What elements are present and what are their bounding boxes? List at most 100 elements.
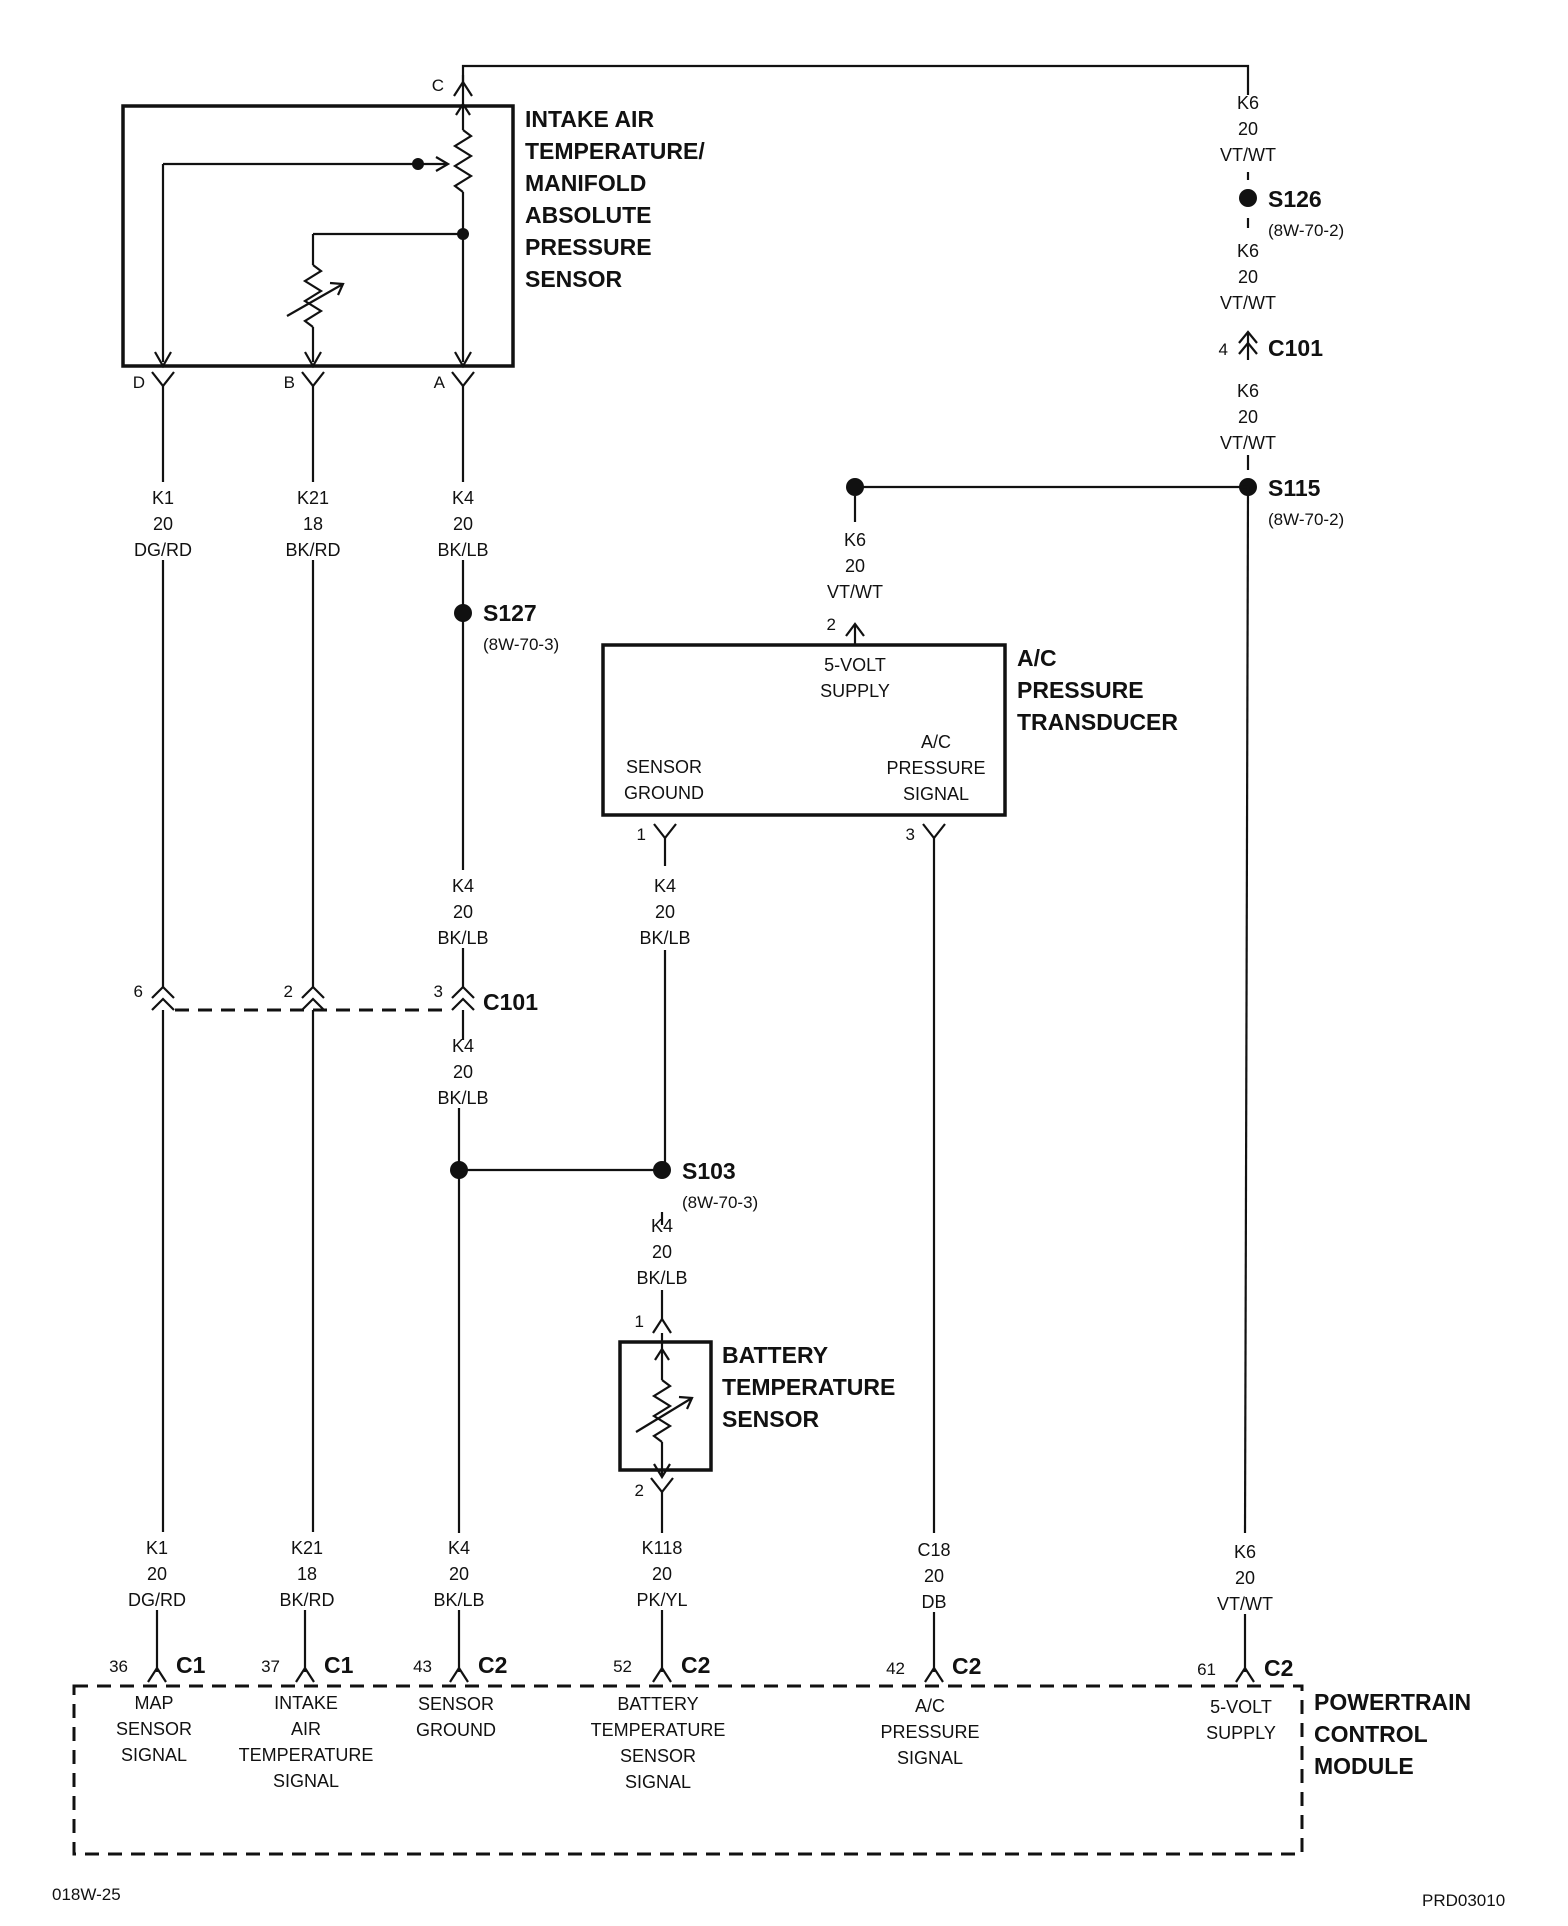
wire-label-k6-3: K6 20 VT/WT xyxy=(1220,381,1276,453)
svg-text:K21: K21 xyxy=(297,488,329,508)
wire-label-c18-bottom: C18 20 DB xyxy=(917,1540,950,1612)
svg-text:SUPPLY: SUPPLY xyxy=(820,681,890,701)
footer-left-code: 018W-25 xyxy=(52,1885,121,1904)
svg-text:K4: K4 xyxy=(448,1538,470,1558)
c101-k6-connector: 4 C101 xyxy=(1219,330,1323,361)
splice-s126-name: S126 xyxy=(1268,186,1322,212)
wire-label-k21-top: K21 18 BK/RD xyxy=(285,488,340,560)
svg-text:SENSOR: SENSOR xyxy=(525,266,623,292)
svg-text:SIGNAL: SIGNAL xyxy=(121,1745,187,1765)
svg-text:C2: C2 xyxy=(1264,1655,1293,1681)
bts-thermistor-icon xyxy=(651,1379,673,1443)
pcm-connector-42: 42 C2 xyxy=(886,1653,981,1683)
pcm-connector-61: 61 C2 xyxy=(1197,1655,1293,1683)
svg-text:37: 37 xyxy=(261,1657,280,1676)
svg-text:A: A xyxy=(434,373,446,392)
wire-label-k6-2: K6 20 VT/WT xyxy=(1220,241,1276,313)
svg-text:K118: K118 xyxy=(642,1538,683,1558)
svg-text:20: 20 xyxy=(1238,267,1258,287)
svg-text:VT/WT: VT/WT xyxy=(1220,293,1276,313)
svg-text:BK/LB: BK/LB xyxy=(437,1088,488,1108)
svg-text:20: 20 xyxy=(147,1564,167,1584)
ac-transducer-box xyxy=(601,643,1007,817)
pcm-pin-label-iat: INTAKE AIR TEMPERATURE SIGNAL xyxy=(239,1693,374,1791)
svg-text:C2: C2 xyxy=(478,1652,507,1678)
svg-text:CONTROL: CONTROL xyxy=(1314,1721,1428,1747)
battery-temp-sensor-label: BATTERY TEMPERATURE SENSOR xyxy=(722,1342,895,1432)
pcm-connector-52: 52 C2 xyxy=(613,1652,710,1683)
svg-text:VT/WT: VT/WT xyxy=(1220,145,1276,165)
svg-text:20: 20 xyxy=(845,556,865,576)
svg-text:20: 20 xyxy=(1235,1568,1255,1588)
svg-text:BK/LB: BK/LB xyxy=(437,540,488,560)
svg-text:TEMPERATURE: TEMPERATURE xyxy=(591,1720,726,1740)
svg-text:SIGNAL: SIGNAL xyxy=(625,1772,691,1792)
svg-text:INTAKE AIR: INTAKE AIR xyxy=(525,106,654,132)
svg-text:5-VOLT: 5-VOLT xyxy=(1210,1697,1272,1717)
svg-text:18: 18 xyxy=(297,1564,317,1584)
splice-s126-dot xyxy=(1239,189,1257,207)
wire-k1 xyxy=(155,386,165,1672)
wire-label-k1-top: K1 20 DG/RD xyxy=(134,488,192,560)
svg-text:K4: K4 xyxy=(452,488,474,508)
iat-bottom-connectors: D B A xyxy=(133,371,475,392)
svg-text:SIGNAL: SIGNAL xyxy=(897,1748,963,1768)
svg-text:VT/WT: VT/WT xyxy=(1217,1594,1273,1614)
svg-text:6: 6 xyxy=(134,982,143,1001)
wire-k21 xyxy=(303,386,315,1672)
svg-text:D: D xyxy=(133,373,145,392)
splice-s115-name: S115 xyxy=(1268,475,1321,501)
splice-s115-ref: (8W-70-2) xyxy=(1268,510,1344,529)
wire-label-k4-below-c101: K4 20 BK/LB xyxy=(437,1036,488,1108)
ac-signal-label: A/C PRESSURE SIGNAL xyxy=(886,732,985,804)
svg-text:C1: C1 xyxy=(176,1652,206,1678)
svg-text:PRESSURE: PRESSURE xyxy=(1017,677,1144,703)
svg-text:BK/LB: BK/LB xyxy=(639,928,690,948)
bts-pin1-label: 1 xyxy=(635,1312,644,1331)
svg-text:K4: K4 xyxy=(452,1036,474,1056)
bts-pin2-connector xyxy=(650,1477,674,1494)
svg-text:SUPPLY: SUPPLY xyxy=(1206,1723,1276,1743)
svg-text:DB: DB xyxy=(921,1592,946,1612)
svg-text:BK/LB: BK/LB xyxy=(437,928,488,948)
wire-label-k6-ac: K6 20 VT/WT xyxy=(827,530,883,602)
svg-text:SENSOR: SENSOR xyxy=(418,1694,494,1714)
wire-label-k4-mid: K4 20 BK/LB xyxy=(437,876,488,948)
svg-text:3: 3 xyxy=(434,982,443,1001)
pcm-pin-label-5v: 5-VOLT SUPPLY xyxy=(1206,1697,1276,1743)
svg-text:MAP: MAP xyxy=(134,1693,173,1713)
svg-text:20: 20 xyxy=(453,514,473,534)
svg-text:BK/LB: BK/LB xyxy=(636,1268,687,1288)
svg-text:SENSOR: SENSOR xyxy=(620,1746,696,1766)
splice-s103-ref: (8W-70-3) xyxy=(682,1193,758,1212)
pcm-pin-label-map: MAP SENSOR SIGNAL xyxy=(116,1693,192,1765)
wire-label-k4-s103: K4 20 BK/LB xyxy=(636,1216,687,1288)
svg-text:36: 36 xyxy=(109,1657,128,1676)
svg-text:K21: K21 xyxy=(291,1538,323,1558)
svg-text:K6: K6 xyxy=(1237,93,1259,113)
svg-text:K1: K1 xyxy=(152,488,174,508)
pcm-connector-43: 43 C2 xyxy=(413,1652,507,1683)
svg-text:SENSOR: SENSOR xyxy=(626,757,702,777)
wire-label-k6-bottom: K6 20 VT/WT xyxy=(1217,1542,1273,1614)
svg-text:A/C: A/C xyxy=(915,1696,945,1716)
pcm-pin-label-ground: SENSOR GROUND xyxy=(416,1694,496,1740)
svg-text:BK/LB: BK/LB xyxy=(433,1590,484,1610)
ac-transducer-label: A/C PRESSURE TRANSDUCER xyxy=(1017,645,1178,735)
svg-text:20: 20 xyxy=(449,1564,469,1584)
svg-text:K1: K1 xyxy=(146,1538,168,1558)
svg-text:BK/RD: BK/RD xyxy=(285,540,340,560)
svg-text:61: 61 xyxy=(1197,1660,1216,1679)
splice-s127-ref: (8W-70-3) xyxy=(483,635,559,654)
svg-text:C2: C2 xyxy=(681,1652,710,1678)
svg-text:MANIFOLD: MANIFOLD xyxy=(525,170,646,196)
svg-text:K6: K6 xyxy=(1237,241,1259,261)
svg-text:VT/WT: VT/WT xyxy=(1220,433,1276,453)
svg-text:52: 52 xyxy=(613,1657,632,1676)
svg-text:20: 20 xyxy=(453,902,473,922)
svg-text:PRESSURE: PRESSURE xyxy=(886,758,985,778)
svg-text:POWERTRAIN: POWERTRAIN xyxy=(1314,1689,1471,1715)
svg-text:K6: K6 xyxy=(1237,381,1259,401)
svg-text:5-VOLT: 5-VOLT xyxy=(824,655,886,675)
